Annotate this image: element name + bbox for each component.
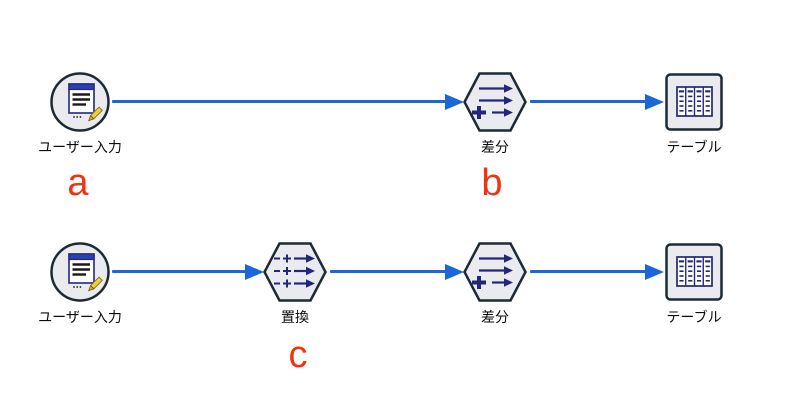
connector-line	[112, 270, 248, 273]
connector-line	[530, 270, 648, 273]
node-label-table-1: テーブル	[666, 139, 722, 155]
connector-arrowhead-icon	[245, 264, 264, 280]
node-label-user-input-1: ユーザー入力	[38, 139, 122, 155]
node-label-filler: 置換	[281, 309, 309, 325]
node-derive-2[interactable]	[462, 241, 528, 303]
table-grid-icon	[665, 73, 723, 131]
node-label-derive-1: 差分	[481, 139, 509, 155]
document-pencil-icon	[50, 72, 110, 132]
annotation-b: b	[481, 162, 503, 204]
node-filler[interactable]	[262, 241, 328, 303]
connector-arrow	[530, 264, 664, 280]
connector-arrow	[112, 264, 264, 280]
connector-arrowhead-icon	[445, 264, 464, 280]
document-pencil-icon	[50, 242, 110, 302]
node-label-user-input-2: ユーザー入力	[38, 309, 122, 325]
node-table-2[interactable]	[664, 242, 724, 302]
connector-arrowhead-icon	[445, 94, 464, 110]
node-table-1[interactable]	[664, 72, 724, 132]
connector-arrowhead-icon	[645, 94, 664, 110]
connector-line	[530, 100, 648, 103]
connector-line	[112, 100, 448, 103]
node-user-input-2[interactable]	[49, 241, 111, 303]
arrows-plus-icon	[463, 242, 527, 302]
annotation-c: c	[288, 334, 308, 376]
node-label-table-2: テーブル	[666, 309, 722, 325]
arrows-plus-icon	[463, 72, 527, 132]
minus-plus-arrow-icon	[263, 242, 327, 302]
node-user-input-1[interactable]	[49, 71, 111, 133]
connector-arrow	[530, 94, 664, 110]
connector-line	[330, 270, 448, 273]
connector-arrow	[330, 264, 464, 280]
table-grid-icon	[665, 243, 723, 301]
node-derive-1[interactable]	[462, 71, 528, 133]
connector-arrow	[112, 94, 464, 110]
annotation-a: a	[67, 162, 89, 204]
node-label-derive-2: 差分	[481, 309, 509, 325]
connector-arrowhead-icon	[645, 264, 664, 280]
